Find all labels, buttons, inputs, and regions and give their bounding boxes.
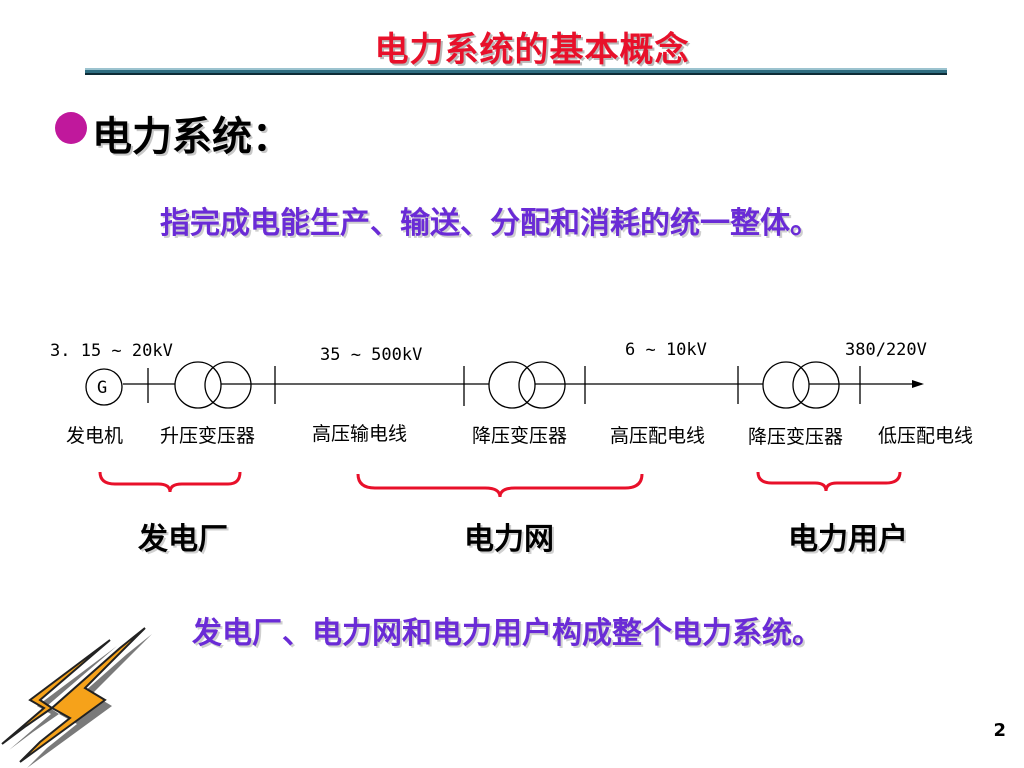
transformer-icon [174, 361, 252, 409]
component-label-lv-distribution: 低压配电线 [878, 425, 973, 447]
transformer-icon [488, 361, 566, 409]
component-label-hv-line: 高压输电线 [312, 423, 407, 445]
definition-text: 指完成电能生产、输送、分配和消耗的统一整体。 [160, 206, 820, 241]
generator-symbol: G [97, 378, 107, 398]
summary-text: 发电厂、电力网和电力用户构成整个电力系统。 [192, 616, 822, 651]
slide-title: 电力系统的基本概念 [374, 30, 690, 70]
component-label-stepup-transformer: 升压变压器 [160, 425, 255, 447]
component-label-generator: 发电机 [66, 425, 123, 447]
component-label-stepdown-transformer-2: 降压变压器 [748, 426, 843, 448]
group-power-plant: 发电厂 [138, 522, 228, 557]
brace-power-grid [356, 473, 644, 498]
arrow-head-icon [912, 380, 924, 388]
group-power-grid: 电力网 [464, 522, 554, 557]
voltage-label-distribution: 6 ~ 10kV [625, 340, 707, 360]
title-underline [85, 68, 947, 75]
voltage-label-generation: 3. 15 ~ 20kV [50, 341, 173, 361]
component-label-stepdown-transformer: 降压变压器 [472, 425, 567, 447]
brace-power-user [756, 471, 902, 492]
lightning-bolt-icon [1, 627, 152, 768]
brace-power-plant [98, 471, 242, 493]
voltage-label-transmission: 35 ~ 500kV [320, 345, 422, 365]
generator-icon [85, 368, 123, 406]
transformer-icon [762, 361, 840, 409]
component-label-hv-distribution: 高压配电线 [610, 425, 705, 447]
bullet-dot-icon [55, 112, 87, 144]
page-number: 2 [993, 720, 1006, 741]
group-power-user: 电力用户 [788, 522, 908, 557]
voltage-label-low: 380/220V [845, 340, 927, 360]
section-heading: 电力系统： [92, 114, 292, 160]
